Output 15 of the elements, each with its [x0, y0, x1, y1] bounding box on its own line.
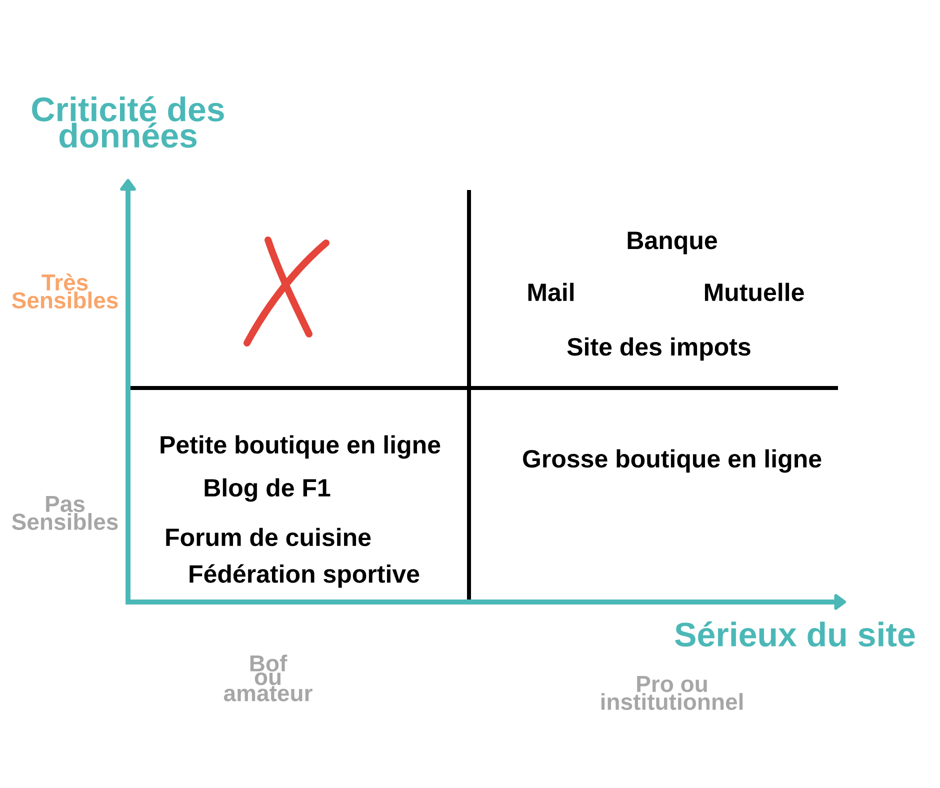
- level-label: Très Sensibles: [12, 274, 118, 308]
- item-label: Grosse boutique en ligne: [523, 449, 822, 473]
- item-label: Fédération sportive: [190, 564, 420, 588]
- level-label: Pas Sensibles: [12, 496, 118, 530]
- item-label: Mail: [528, 282, 574, 302]
- item-label: Mutuelle: [704, 282, 804, 302]
- item-label: Forum de cuisine: [166, 528, 371, 546]
- level-label: Bof ou amateur: [224, 654, 312, 702]
- item-label: Blog de F1: [204, 478, 330, 502]
- item-label: Petite boutique en ligne: [160, 435, 440, 459]
- level-label: Pro ou institutionnel: [601, 676, 743, 710]
- axis-title: Sérieux du site: [675, 621, 915, 647]
- item-label: Site des impots: [567, 337, 750, 361]
- axis-title: Criticité des données: [32, 96, 224, 148]
- item-label: Banque: [628, 232, 717, 254]
